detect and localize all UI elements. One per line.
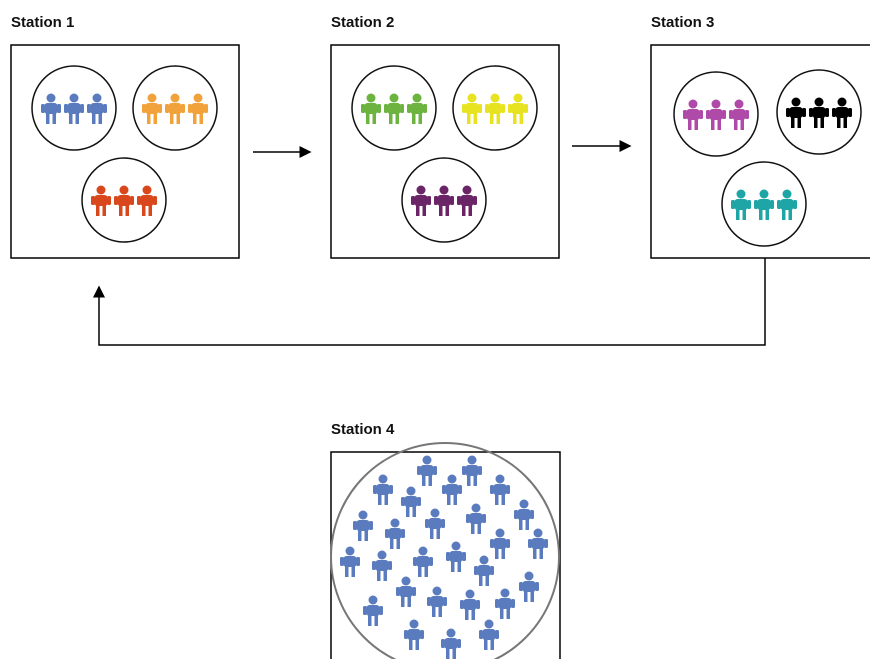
person-icon: [425, 508, 445, 539]
station-1-box: [10, 44, 240, 259]
group-circle: [673, 71, 759, 157]
person-icon: [495, 588, 515, 619]
person-icon: [407, 93, 427, 124]
station-4-label: Station 4: [331, 421, 395, 438]
person-icon: [137, 185, 157, 216]
person-icon: [427, 586, 447, 617]
person-icon: [446, 541, 466, 572]
person-icon: [64, 93, 84, 124]
person-icon: [417, 455, 437, 486]
station-2-box: [330, 44, 560, 259]
person-icon: [114, 185, 134, 216]
person-icon: [91, 185, 111, 216]
person-icon: [385, 518, 405, 549]
person-icon: [411, 185, 431, 216]
person-icon: [474, 555, 494, 586]
person-icon: [479, 619, 499, 650]
person-icon: [490, 528, 510, 559]
group-circle: [81, 157, 167, 243]
person-icon: [404, 619, 424, 650]
person-icon: [466, 503, 486, 534]
station-3-box: [650, 44, 870, 259]
person-icon: [508, 93, 528, 124]
group-circle: [401, 157, 487, 243]
person-icon: [165, 93, 185, 124]
person-icon: [460, 589, 480, 620]
person-icon: [188, 93, 208, 124]
person-icon: [372, 550, 392, 581]
person-icon: [434, 185, 454, 216]
person-icon: [41, 93, 61, 124]
person-icon: [519, 571, 539, 602]
station-3-label: Station 3: [651, 14, 715, 31]
person-icon: [340, 546, 360, 577]
person-icon: [373, 474, 393, 505]
person-icon: [485, 93, 505, 124]
person-icon: [754, 189, 774, 220]
group-circle: [776, 69, 862, 155]
person-icon: [413, 546, 433, 577]
person-icon: [442, 474, 462, 505]
person-icon: [683, 99, 703, 130]
person-icon: [457, 185, 477, 216]
station-2-label: Station 2: [331, 14, 395, 31]
person-icon: [514, 499, 534, 530]
person-icon: [809, 97, 829, 128]
person-icon: [462, 93, 482, 124]
person-icon: [384, 93, 404, 124]
person-icon: [729, 99, 749, 130]
person-icon: [401, 486, 421, 517]
station-1-label: Station 1: [11, 14, 75, 31]
person-icon: [363, 595, 383, 626]
person-icon: [490, 474, 510, 505]
group-circle: [132, 65, 218, 151]
person-icon: [142, 93, 162, 124]
person-icon: [706, 99, 726, 130]
group-circle: [452, 65, 538, 151]
person-icon: [528, 528, 548, 559]
person-icon: [786, 97, 806, 128]
station-4-crowd-circle: [330, 442, 560, 659]
group-circle: [721, 161, 807, 247]
group-circle: [351, 65, 437, 151]
person-icon: [777, 189, 797, 220]
person-icon: [832, 97, 852, 128]
person-icon: [361, 93, 381, 124]
arrow-icon-3-to-1: [93, 258, 766, 346]
group-circle: [31, 65, 117, 151]
station-4-box: [330, 451, 561, 659]
person-icon: [353, 510, 373, 541]
person-icon: [87, 93, 107, 124]
person-icon: [396, 576, 416, 607]
person-icon: [462, 455, 482, 486]
person-icon: [731, 189, 751, 220]
person-icon: [441, 628, 461, 659]
